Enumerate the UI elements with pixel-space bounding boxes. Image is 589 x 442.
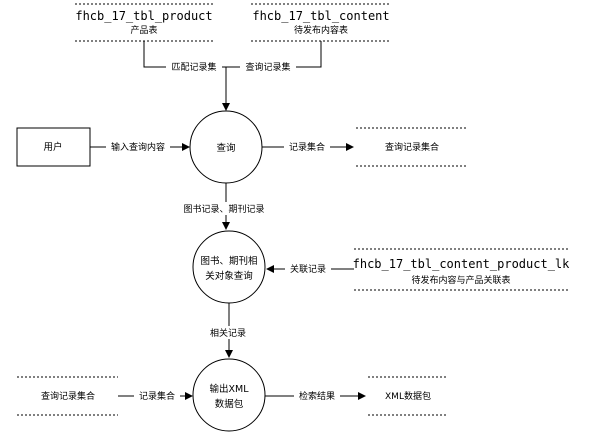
flow-label-association-records: 关联记录 bbox=[290, 263, 326, 275]
external-entity-user-label: 用户 bbox=[43, 141, 62, 153]
data-store-content: fhcb_17_tbl_content 待发布内容表 bbox=[251, 3, 391, 42]
data-store-product: fhcb_17_tbl_product 产品表 bbox=[75, 3, 215, 42]
data-store-result-set-out: 查询记录集合 bbox=[356, 127, 468, 167]
flow-label-match-records: 匹配记录集 bbox=[171, 61, 216, 73]
flow-books-journals: 图书记录、期刊记录 bbox=[175, 183, 273, 230]
data-store-result-set-out-name: 查询记录集合 bbox=[385, 141, 439, 153]
flow-related-records: 相关记录 bbox=[203, 303, 253, 358]
data-store-content-desc: 待发布内容表 bbox=[294, 24, 348, 36]
process-query: 查询 bbox=[189, 110, 263, 184]
data-store-content-product-lk: fhcb_17_tbl_content_product_lk 待发布内容与产品关… bbox=[353, 248, 571, 291]
process-query-label: 查询 bbox=[216, 142, 235, 154]
data-store-content-name: fhcb_17_tbl_content bbox=[252, 9, 389, 23]
flow-record-set: 记录集合 bbox=[262, 140, 354, 153]
flow-input-query: 输入查询内容 bbox=[90, 140, 190, 153]
flow-label-related-records: 相关记录 bbox=[210, 327, 246, 339]
process-related-query-line1: 图书、期刊相 bbox=[200, 255, 257, 267]
flow-query-records: 查询记录集 bbox=[226, 41, 322, 73]
flow-label-record-set-in: 记录集合 bbox=[139, 390, 175, 402]
data-store-product-desc: 产品表 bbox=[130, 24, 157, 36]
flow-label-input-query: 输入查询内容 bbox=[111, 141, 165, 153]
data-store-result-set-in-name: 查询记录集合 bbox=[41, 390, 95, 402]
external-entity-user: 用户 bbox=[16, 127, 91, 167]
flow-label-query-records: 查询记录集 bbox=[245, 61, 290, 73]
data-store-xml-package-name: XML数据包 bbox=[385, 390, 431, 402]
data-store-xml-package: XML数据包 bbox=[368, 376, 448, 416]
process-xml-output-line2: 数据包 bbox=[215, 398, 244, 410]
process-related-query-line2: 关对象查询 bbox=[205, 270, 253, 282]
data-store-product-name: fhcb_17_tbl_product bbox=[75, 9, 212, 23]
data-store-content-product-lk-name: fhcb_17_tbl_content_product_lk bbox=[353, 257, 571, 271]
flow-record-set-in: 记录集合 bbox=[118, 389, 193, 402]
flow-label-search-result: 检索结果 bbox=[299, 390, 335, 402]
flow-search-result: 检索结果 bbox=[265, 389, 366, 402]
data-store-result-set-in: 查询记录集合 bbox=[17, 376, 118, 416]
flow-association-records: 关联记录 bbox=[266, 262, 354, 275]
flow-label-books-journals: 图书记录、期刊记录 bbox=[183, 203, 264, 215]
data-store-content-product-lk-desc: 待发布内容与产品关联表 bbox=[411, 274, 510, 286]
process-related-query: 图书、期刊相 关对象查询 bbox=[192, 230, 266, 304]
process-xml-output: 输出XML 数据包 bbox=[192, 358, 266, 432]
flow-match-records: 匹配记录集 bbox=[143, 41, 226, 73]
flow-label-record-set: 记录集合 bbox=[289, 141, 325, 153]
process-xml-output-line1: 输出XML bbox=[210, 383, 250, 395]
